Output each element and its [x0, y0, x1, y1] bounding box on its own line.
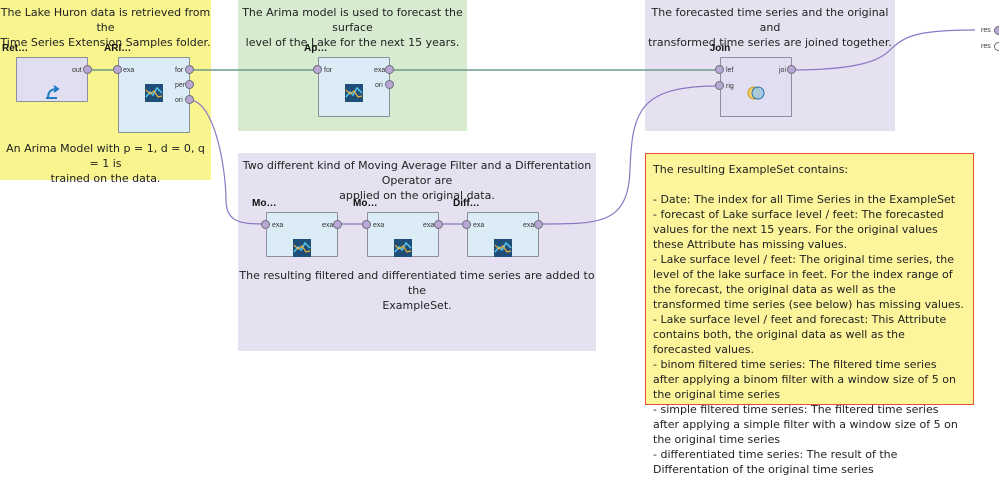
operator-title: Moving Average Filte...	[353, 198, 381, 209]
port-label: ori	[175, 97, 183, 104]
note-line: applied on the original data.	[339, 189, 495, 202]
result-port-label: res	[981, 27, 991, 34]
time-series-icon	[494, 239, 512, 257]
note-line: transformed time series are joined toget…	[648, 36, 892, 49]
output-port-for[interactable]	[185, 65, 194, 74]
output-port-ori[interactable]	[385, 80, 394, 89]
connection-wires	[91, 29, 976, 225]
port-label: exa	[373, 222, 385, 229]
note-line: The Lake Huron data is retrieved from th…	[0, 6, 211, 34]
note-line: The resulting ExampleSet contains:	[653, 163, 849, 176]
output-port-ori[interactable]	[185, 95, 194, 104]
output-port-out[interactable]	[83, 65, 92, 74]
note-line: The Arima model is used to forecast the …	[242, 6, 463, 34]
port-label: for	[175, 67, 184, 74]
operator-body[interactable]	[318, 57, 390, 117]
note-line: The forecasted time series and the origi…	[651, 6, 889, 34]
input-port-rig[interactable]	[715, 81, 724, 90]
note-line: level of the Lake for the next 15 years.	[245, 36, 460, 49]
note-line: trained on the data.	[50, 172, 161, 185]
port-label: exa	[374, 67, 386, 74]
port-label: exa	[523, 222, 535, 229]
result-port-1[interactable]	[994, 26, 999, 35]
operator-title: Differentiation	[453, 198, 481, 209]
operator-body[interactable]	[367, 212, 439, 257]
port-label: exa	[322, 222, 334, 229]
operator-title: Retrieve Lake Huron	[2, 43, 30, 54]
time-series-icon	[345, 84, 363, 102]
input-port-exa[interactable]	[113, 65, 122, 74]
result-port-2[interactable]	[994, 42, 999, 51]
wire[interactable]	[790, 29, 976, 71]
note-line: - Date: The index for all Time Series in…	[653, 193, 956, 206]
output-port-exa[interactable]	[333, 220, 342, 229]
time-series-icon	[394, 239, 412, 257]
port-label: rig	[726, 83, 734, 90]
port-label: ori	[375, 82, 383, 89]
port-label: per	[175, 82, 186, 89]
operator-body[interactable]	[467, 212, 539, 257]
output-port-exa[interactable]	[385, 65, 394, 74]
note-line: - simple filtered time series: The filte…	[653, 403, 958, 446]
note-line: - forecast of Lake surface level / feet:…	[653, 208, 944, 251]
input-port-exa[interactable]	[462, 220, 471, 229]
note-line: Time Series Extension Samples folder.	[0, 36, 211, 49]
note-line: - binom filtered time series: The filter…	[653, 358, 956, 401]
note-line: Two different kind of Moving Average Fil…	[242, 159, 592, 187]
wire[interactable]	[540, 85, 720, 225]
input-port-exa[interactable]	[362, 220, 371, 229]
retrieve-arrow-icon	[46, 85, 60, 99]
output-port-exa[interactable]	[434, 220, 443, 229]
port-label: exa	[123, 67, 135, 74]
operator-body[interactable]	[720, 57, 792, 117]
port-label: joi	[779, 67, 787, 74]
operator-title: Apply Forecast	[304, 43, 332, 54]
note-line: - differentiated time series: The result…	[653, 448, 898, 476]
wire[interactable]	[188, 99, 266, 225]
note-line: - Lake surface level / feet: The origina…	[653, 253, 964, 311]
input-port-for[interactable]	[313, 65, 322, 74]
note-line: The resulting filtered and differentiate…	[239, 269, 595, 297]
port-label: for	[324, 67, 333, 74]
output-port-per[interactable]	[185, 80, 194, 89]
port-label: lef	[726, 67, 734, 74]
output-port-exa[interactable]	[534, 220, 543, 229]
note-line: ExampleSet.	[382, 299, 452, 312]
result-port-label: res	[981, 43, 991, 50]
note-line: - Lake surface level / feet and forecast…	[653, 313, 947, 356]
port-label: exa	[423, 222, 435, 229]
operator-body[interactable]	[266, 212, 338, 257]
operator-title: Join	[709, 43, 731, 54]
time-series-icon	[293, 239, 311, 257]
port-label: exa	[272, 222, 284, 229]
output-port-joi[interactable]	[787, 65, 796, 74]
input-port-lef[interactable]	[715, 65, 724, 74]
time-series-icon	[145, 84, 163, 102]
join-venn-icon	[747, 86, 765, 100]
operator-body[interactable]	[16, 57, 88, 102]
port-label: exa	[473, 222, 485, 229]
note-line: An Arima Model with p = 1, d = 0, q = 1 …	[6, 142, 205, 170]
port-label: out	[72, 67, 82, 74]
input-port-exa[interactable]	[261, 220, 270, 229]
operator-title: Moving Average Filter	[252, 198, 280, 209]
operator-title: ARIMA Trainer	[104, 43, 132, 54]
